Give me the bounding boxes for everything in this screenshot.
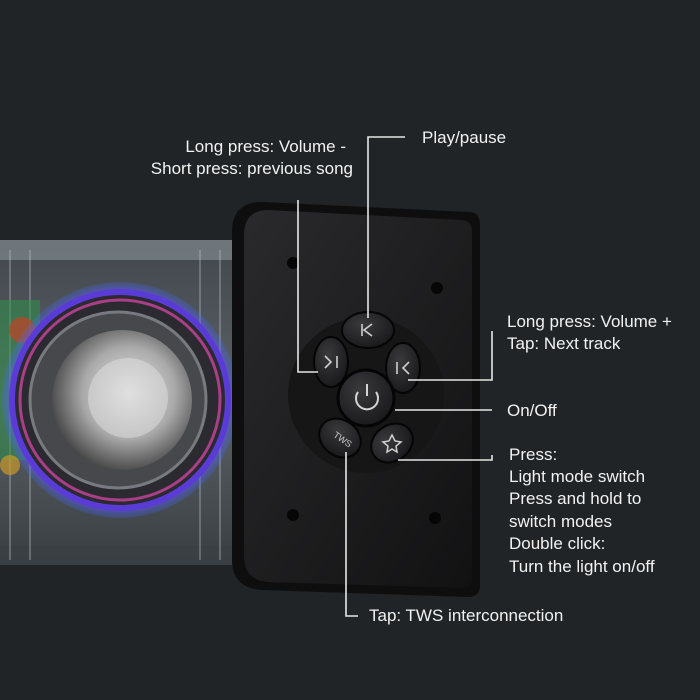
volume-down-label-line1: Long press: Volume -	[185, 137, 346, 156]
screw	[429, 512, 441, 524]
light-mode-button[interactable]	[364, 416, 421, 471]
play-pause-icon	[361, 323, 373, 337]
play-pause-label: Play/pause	[422, 128, 507, 147]
tws-label-callout: Tap: TWS interconnection	[369, 606, 564, 625]
light-label-line6: Turn the light on/off	[509, 557, 655, 576]
screw	[287, 509, 299, 521]
speaker-driver	[2, 282, 238, 518]
light-label-line5: Double click:	[509, 534, 606, 553]
play-pause-button[interactable]	[341, 311, 395, 349]
screw	[431, 282, 443, 294]
power-icon	[355, 384, 379, 411]
button-cluster: TWS	[288, 311, 444, 473]
light-icon	[381, 433, 403, 454]
next-icon	[396, 361, 410, 375]
light-label-line2: Light mode switch	[509, 467, 646, 486]
light-label-line4: switch modes	[509, 512, 612, 531]
power-button[interactable]	[336, 368, 396, 428]
light-label-line3: Press and hold to	[509, 489, 642, 508]
previous-icon	[324, 355, 338, 369]
screw	[287, 257, 299, 269]
light-label-line1: Press:	[509, 445, 558, 464]
volume-up-label-line2: Tap: Next track	[507, 334, 621, 353]
volume-up-label-line1: Long press: Volume +	[507, 312, 672, 331]
volume-down-label-line2: Short press: previous song	[150, 159, 353, 178]
on-off-label: On/Off	[507, 401, 557, 420]
previous-button[interactable]	[313, 336, 349, 388]
tws-button[interactable]: TWS	[312, 411, 369, 466]
callout-lines	[297, 136, 493, 617]
